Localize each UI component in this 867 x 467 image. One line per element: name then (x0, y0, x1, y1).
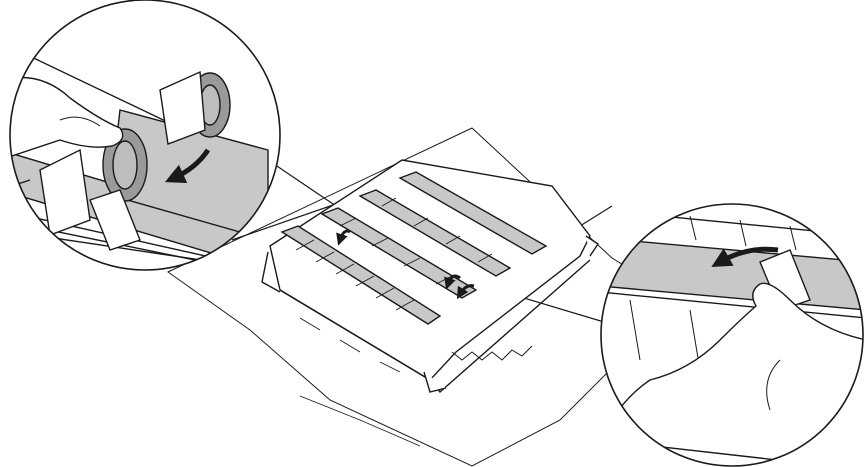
rotate-arrow-icon (444, 274, 461, 290)
rotate-arrow-icon (336, 229, 351, 246)
rotate-arrow-icon (164, 148, 211, 183)
rotate-arrow-icon (711, 246, 779, 267)
drum-unit (261, 159, 599, 394)
zoom-view-right (600, 203, 864, 467)
frame-bottom-edge (451, 345, 533, 361)
rotate-arrow-icon (456, 284, 475, 300)
hand (10, 76, 124, 161)
drum-roller-3 (358, 189, 512, 277)
main-rotate-arrows (336, 229, 475, 300)
drum-rollers (280, 171, 548, 325)
drum-roller-4 (398, 171, 548, 255)
drum-roller-2 (320, 207, 478, 299)
drum-roller-1 (280, 225, 442, 325)
hand (601, 282, 863, 466)
frame-ribs (295, 197, 493, 373)
zoom-view-left (9, 0, 281, 271)
